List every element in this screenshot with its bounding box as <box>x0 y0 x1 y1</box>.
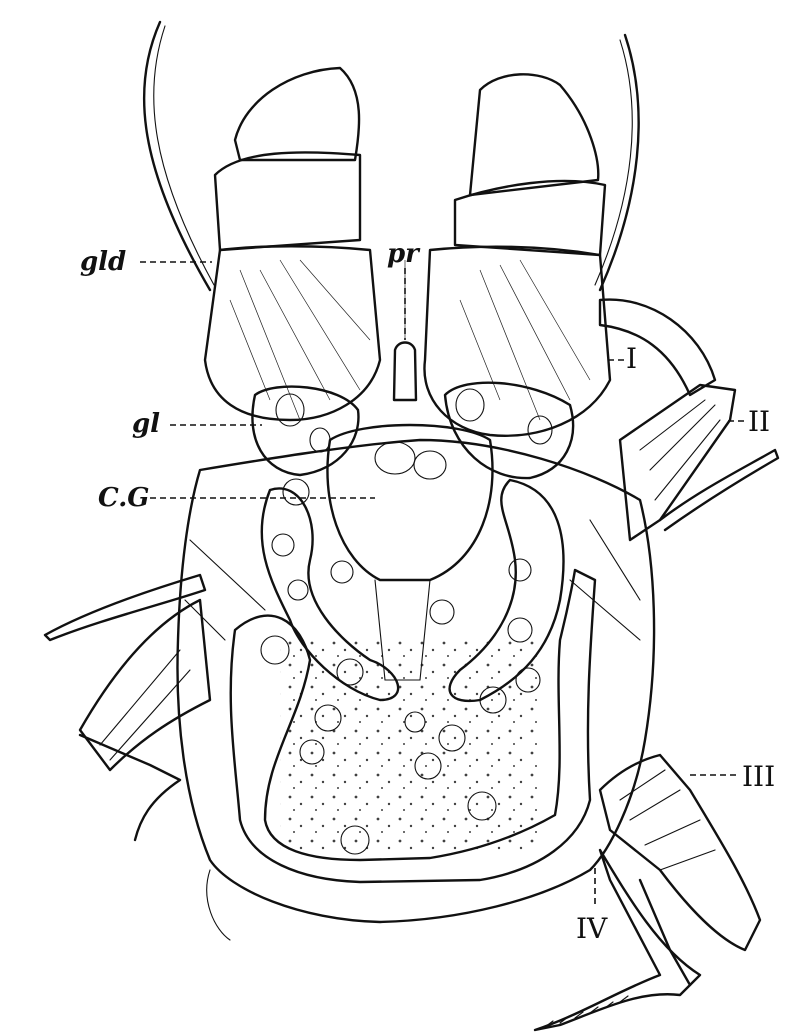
label-leg-4: IV <box>576 912 608 945</box>
seta-left <box>142 20 215 292</box>
label-leg-1: I <box>626 342 637 375</box>
body-outline <box>176 438 656 941</box>
leader-lines <box>140 261 746 905</box>
label-pr: pr <box>387 239 421 269</box>
label-leg-2: II <box>748 405 770 438</box>
label-gld: gld <box>80 247 126 277</box>
leg-2-right <box>618 383 780 542</box>
chelicera-left <box>203 66 382 422</box>
cell-nuclei <box>260 478 541 855</box>
leg-1-right <box>598 298 717 397</box>
label-leg-3: III <box>742 760 775 793</box>
seta-right <box>594 33 640 292</box>
gland-left <box>251 385 360 477</box>
chelicera-right <box>423 73 612 437</box>
leg-left-upper <box>43 573 207 642</box>
leg-left-lower <box>78 598 212 842</box>
gland-right <box>443 381 575 480</box>
label-cg: C.G <box>98 483 150 513</box>
label-gl: gl <box>132 409 160 439</box>
leg-3-right <box>598 753 762 987</box>
leg-4-right <box>533 848 702 1032</box>
